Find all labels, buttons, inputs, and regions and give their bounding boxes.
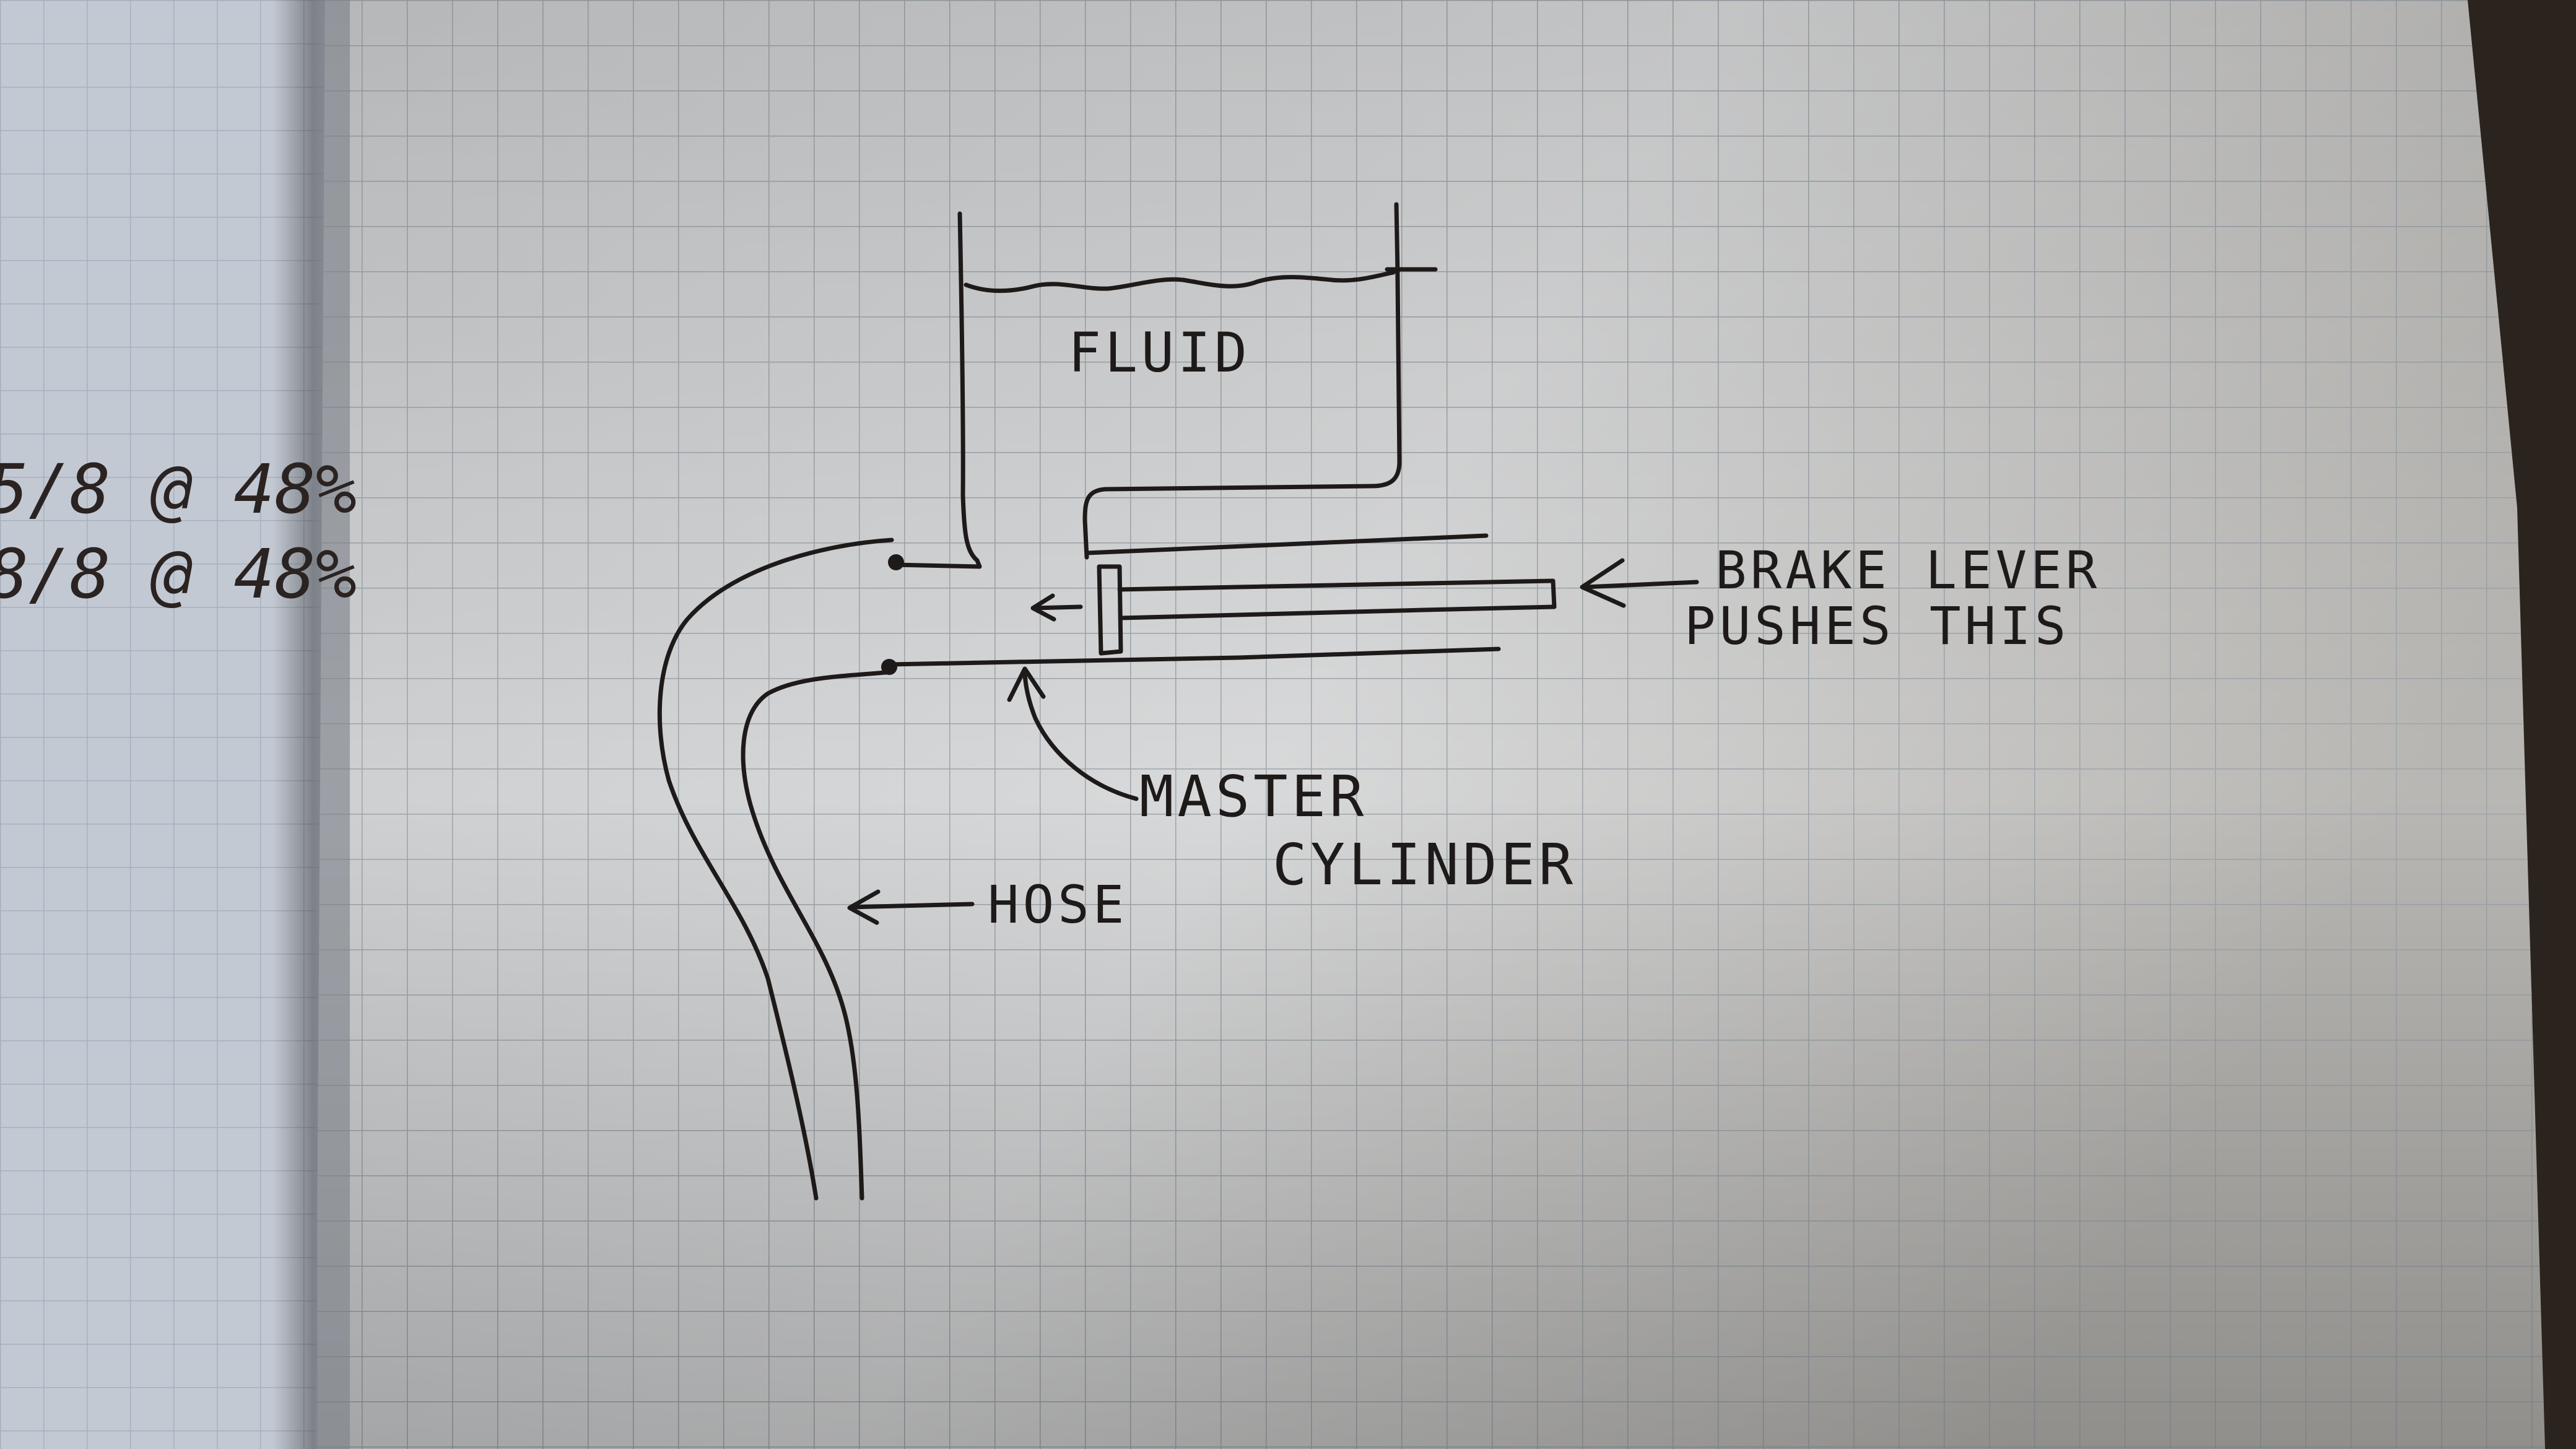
lower-port-dot [881, 659, 897, 675]
cylinder-top-wall [1084, 533, 1489, 555]
diagram-labels: FLUID BRAKE LEVER PUSHES THIS MASTER CYL… [988, 321, 2100, 935]
brake-lever-label-line2: PUSHES THIS [1684, 596, 2069, 656]
cylinder-bottom-wall [888, 646, 1501, 667]
piston-push-arrow [1030, 593, 1083, 622]
master-cylinder-arrow [1007, 666, 1139, 801]
hose-inner [741, 669, 894, 1201]
master-cylinder-label-line2: CYLINDER [1273, 832, 1577, 898]
left-page-notes: 5/8 @ 48% 8/8 @ 48% [0, 450, 357, 614]
brake-lever-label-line1: BRAKE LEVER [1715, 540, 2100, 601]
piston-head [1097, 564, 1123, 656]
note-line-2: 8/8 @ 48% [0, 534, 357, 614]
hose-outer [657, 537, 894, 1201]
piston-rod [1117, 578, 1557, 620]
right-page [313, 0, 2545, 1449]
hose-label: HOSE [988, 874, 1128, 935]
reservoir-left-wall [892, 211, 982, 569]
reservoir-right-wall [1082, 202, 1402, 560]
upper-port-dot [888, 554, 904, 570]
master-cylinder-label-line1: MASTER [1139, 764, 1367, 830]
brake-diagram [657, 202, 1699, 1201]
left-page [0, 0, 353, 1449]
brake-lever-arrow [1580, 558, 1699, 608]
fluid-label: FLUID [1068, 321, 1251, 385]
hose-arrow [847, 889, 975, 925]
fluid-surface [964, 270, 1396, 294]
note-line-1: 5/8 @ 48% [0, 450, 357, 529]
